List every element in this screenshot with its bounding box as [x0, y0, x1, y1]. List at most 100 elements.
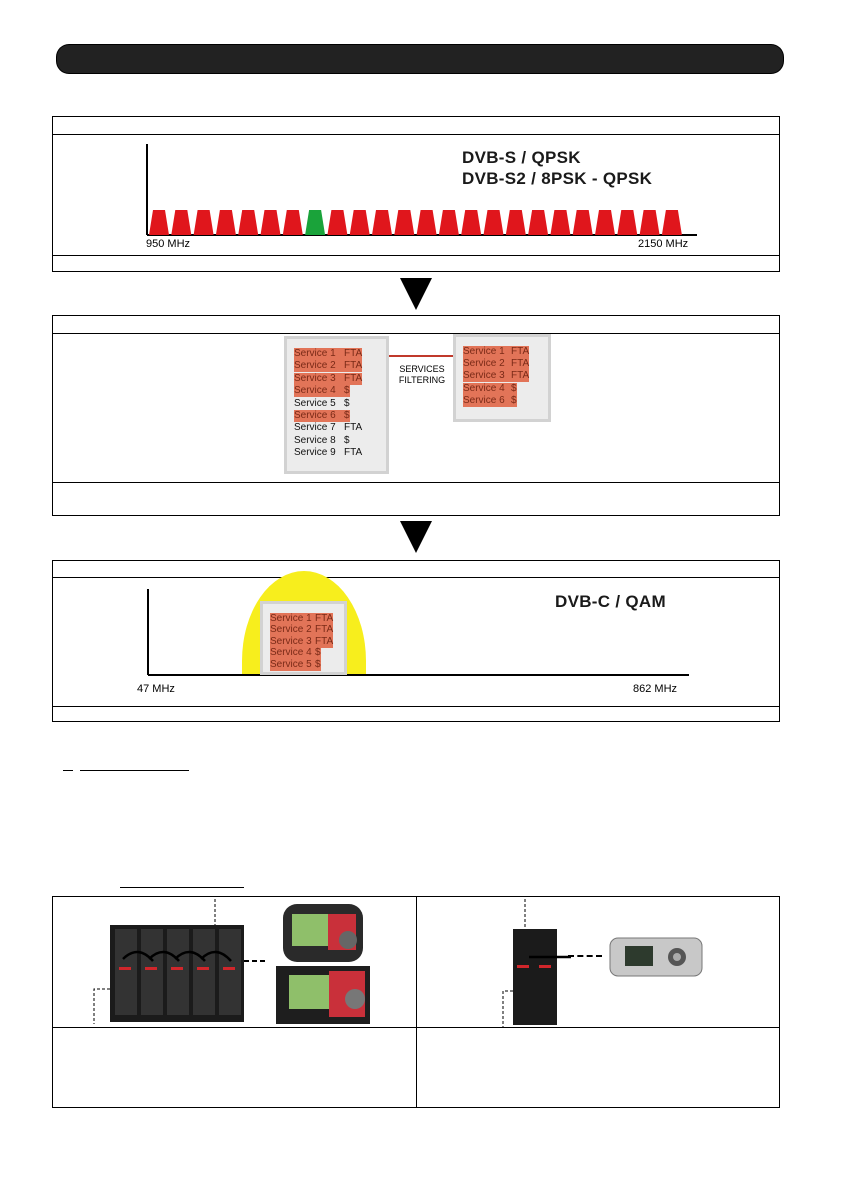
services-filtering-label: SERVICES FILTERING — [390, 364, 454, 386]
carrier — [193, 210, 214, 235]
service-type: $ — [344, 434, 350, 446]
table-row-divider — [53, 1027, 779, 1028]
carrier — [394, 210, 415, 235]
cable-start-frequency: 47 MHz — [137, 683, 175, 695]
service-row: Service 4$ — [270, 647, 321, 660]
remote-programmer-icon — [609, 937, 703, 977]
service-row: Service 4 $ — [294, 385, 350, 398]
service-name: Service 7 — [294, 422, 336, 434]
service-type: FTA — [344, 447, 363, 459]
satellite-end-frequency: 2150 MHz — [638, 238, 689, 250]
carrier — [282, 210, 303, 235]
carrier — [171, 210, 192, 235]
service-name: Service 6 — [294, 410, 336, 421]
filter-link-line — [389, 355, 453, 357]
service-row: Service 6 $ — [294, 410, 350, 422]
service-type: FTA — [511, 346, 530, 357]
carrier — [349, 210, 370, 235]
service-type: FTA — [315, 624, 334, 636]
carrier — [572, 210, 593, 235]
service-name: Service 4 — [270, 647, 312, 659]
satellite-start-frequency: 950 MHz — [146, 238, 191, 250]
cable-heading: DVB-C / QAM — [555, 592, 666, 611]
service-type: $ — [511, 394, 517, 406]
arrow-down-icon — [400, 278, 432, 310]
carrier — [461, 210, 482, 235]
service-name: Service 5 — [270, 658, 312, 670]
selected-carrier — [305, 210, 326, 235]
carrier — [149, 210, 169, 235]
service-name: Service 4 — [463, 382, 505, 394]
carrier — [639, 210, 660, 235]
carrier — [661, 210, 682, 235]
service-type: $ — [344, 410, 350, 421]
service-row: Service 5 $ — [294, 398, 350, 410]
service-type: FTA — [344, 372, 363, 384]
service-row: Service 3 FTA — [294, 372, 363, 385]
heading-underline — [120, 887, 244, 888]
service-name: Service 1 — [270, 613, 312, 624]
satellite-heading-line-2: DVB-S2 / 8PSK - QPSK — [462, 169, 653, 188]
desktop-programmer-icon — [276, 966, 370, 1024]
satellite-spectrum-chart — [146, 144, 697, 236]
service-row: Service 6$ — [463, 394, 517, 407]
carrier — [260, 210, 281, 235]
service-type: $ — [344, 397, 350, 409]
carrier — [327, 210, 348, 235]
equipment-table — [52, 896, 780, 1108]
service-row: Service 2 FTA — [294, 360, 363, 373]
single-module-icon — [502, 899, 571, 1027]
carrier — [595, 210, 615, 235]
service-type: FTA — [511, 370, 530, 382]
service-name: Service 2 — [463, 358, 505, 370]
handheld-programmer-icon — [283, 904, 363, 962]
carrier — [215, 210, 236, 235]
arrow-down-icon — [400, 521, 432, 553]
table-column-divider — [416, 897, 417, 1107]
heading-underline — [80, 770, 189, 771]
service-type: $ — [315, 658, 321, 670]
service-name: Service 4 — [294, 385, 336, 397]
cable-end-frequency: 862 MHz — [633, 683, 678, 695]
service-row: Service 8 $ — [294, 435, 350, 447]
service-name: Service 5 — [294, 397, 336, 409]
service-name: Service 8 — [294, 434, 336, 446]
modular-rack-icon — [93, 899, 268, 1024]
service-name: Service 2 — [270, 624, 312, 636]
carrier — [617, 210, 638, 235]
carrier — [528, 210, 549, 235]
services-filtering-text: SERVICES FILTERING — [398, 364, 446, 385]
panel-header-divider — [53, 134, 779, 135]
page-title-bar — [57, 45, 783, 73]
service-name: Service 3 — [294, 372, 336, 384]
service-row: Service 4$ — [463, 382, 517, 395]
heading-underline — [63, 770, 73, 771]
satellite-heading-line-1: DVB-S / QPSK — [462, 148, 581, 167]
panel-header-divider — [53, 333, 779, 334]
service-type: FTA — [344, 360, 363, 372]
service-name: Service 1 — [463, 346, 505, 357]
carrier — [372, 210, 392, 235]
carrier — [505, 210, 526, 235]
panel-footer-divider — [53, 255, 779, 256]
carrier — [550, 210, 571, 235]
service-type: $ — [344, 385, 350, 397]
service-name: Service 3 — [463, 370, 505, 382]
service-type: $ — [315, 647, 321, 659]
satellite-spectrum-panel: DVB-S / QPSK DVB-S2 / 8PSK - QPSK 950 MH… — [52, 116, 780, 272]
service-type: FTA — [344, 422, 363, 434]
panel-header-divider — [53, 577, 779, 578]
service-name: Service 2 — [294, 360, 336, 372]
service-row: Service 3 FTA — [463, 370, 530, 383]
carrier — [416, 210, 437, 235]
